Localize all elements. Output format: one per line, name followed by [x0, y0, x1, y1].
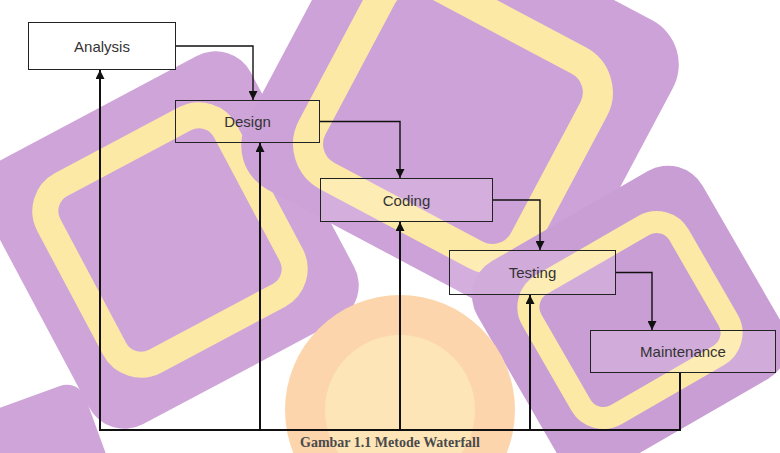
figure-caption: Gambar 1.1 Metode Waterfall	[300, 435, 480, 451]
flow-arrow	[493, 200, 540, 250]
watermark-frame	[519, 213, 741, 428]
process-box: Maintenance	[590, 330, 776, 373]
process-box: Design	[175, 100, 320, 143]
stage-label: Testing	[509, 264, 557, 281]
stage-label: Coding	[383, 192, 431, 209]
stage-label: Maintenance	[640, 343, 726, 360]
feedback-arrow	[400, 222, 680, 430]
watermark-square	[0, 379, 113, 453]
flow-arrow	[616, 273, 652, 331]
stage-label: Analysis	[74, 38, 130, 55]
feedback-arrow	[260, 143, 680, 430]
feedback-arrow	[100, 70, 680, 430]
process-box: Analysis	[28, 22, 176, 70]
process-box: Coding	[320, 178, 493, 222]
process-box: Testing	[449, 250, 616, 295]
flow-arrow	[176, 46, 253, 100]
flow-arrow	[320, 122, 400, 179]
stage-label: Design	[224, 113, 271, 130]
